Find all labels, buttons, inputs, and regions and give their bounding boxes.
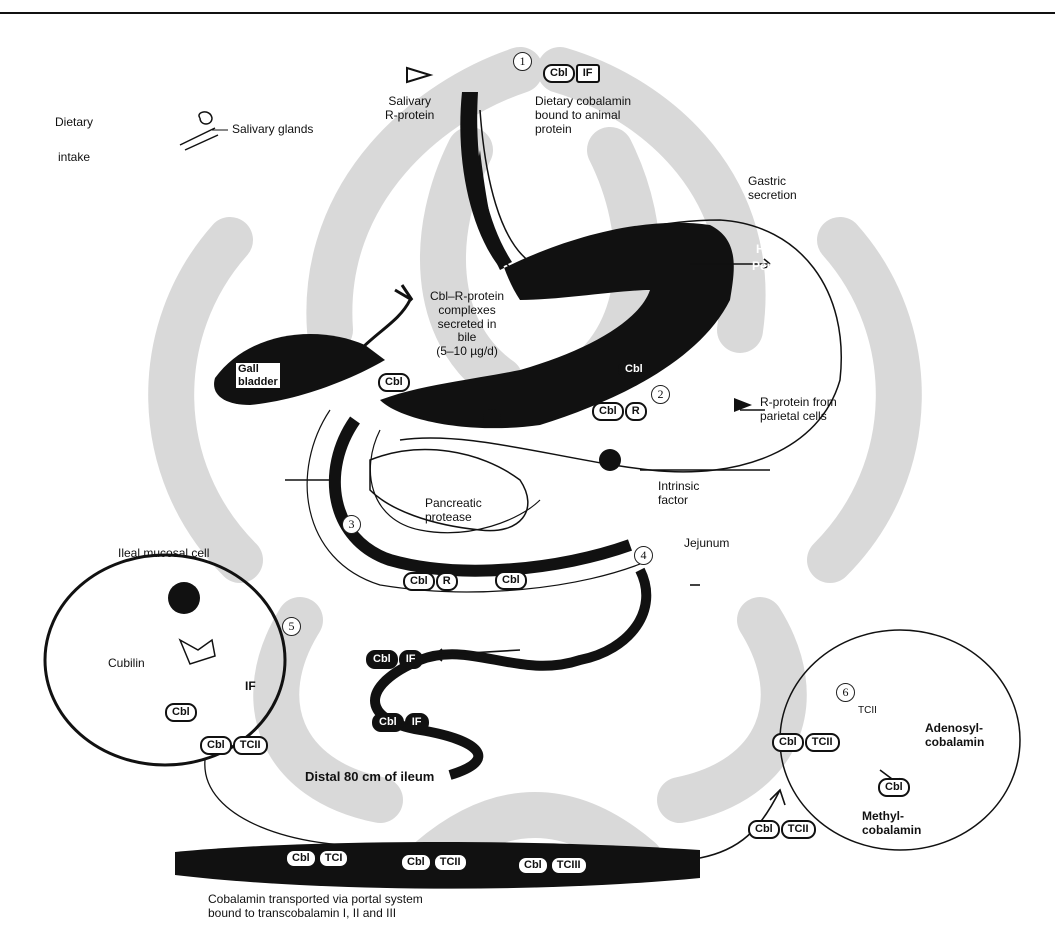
marker-cbl-cell: Cbl [165,703,198,722]
salivary-rprotein-icon [407,68,430,82]
step-marker-6: 6 [836,683,855,702]
label-tcii: TCII [858,705,877,717]
label-pepsin: Pepsin [752,260,791,274]
label-gastric-secretion: Gastric secretion [748,175,797,203]
label-jejunum: Jejunum [684,537,729,551]
label-dietary: Dietary [55,116,93,130]
label-methyl-cobalamin: Methyl- cobalamin [862,810,921,838]
marker-free-if: IF [245,680,256,694]
bile-duct [360,285,412,350]
step-marker-2: 2 [651,385,670,404]
salivary-gland-icon [180,112,218,150]
label-cubilin: Cubilin [108,657,145,671]
label-portal-caption: Cobalamin transported via portal system … [208,893,423,921]
ileal-cell-ring [45,555,285,765]
label-intake: intake [58,151,90,165]
marker-cbl-stomach: Cbl [618,360,651,379]
label-rprotein-parietal: R-protein from parietal cells [760,396,837,424]
label-dietary-cobalamin: Dietary cobalamin bound to animal protei… [535,95,631,136]
if-blob [599,449,621,471]
marker-cbl-bile: Cbl [378,373,411,392]
label-salivary-rprotein: Salivary R-protein [385,95,434,123]
step-marker-3: 3 [342,515,361,534]
label-gallbladder: Gall bladder [236,363,280,388]
label-pancreatic-protease: Pancreatic protease [425,497,482,525]
cubilin-receptor [180,640,215,664]
if-blob-2 [483,409,501,427]
label-distal-ileum: Distal 80 cm of ileum [305,770,434,785]
label-hcl: HCl [756,243,777,257]
ileum-loop [375,570,646,775]
marker-cbl-jejunum: Cbl [495,571,528,590]
label-ileal-mucosal-cell: Ileal mucosal cell [118,547,209,561]
label-salivary-glands: Salivary glands [232,123,313,137]
label-cbl-rprotein-complexes: Cbl–R-protein complexes secreted in bile… [430,290,504,359]
marker-cbl-target: Cbl [878,778,911,797]
esophagus [460,92,512,268]
step-marker-4: 4 [634,546,653,565]
step-marker-1: 1 [513,52,532,71]
label-adenosyl-cobalamin: Adenosyl- cobalamin [925,722,984,750]
step-marker-5: 5 [282,617,301,636]
label-intrinsic-factor: Intrinsic factor [658,480,699,508]
cubilin-blob [168,582,200,614]
